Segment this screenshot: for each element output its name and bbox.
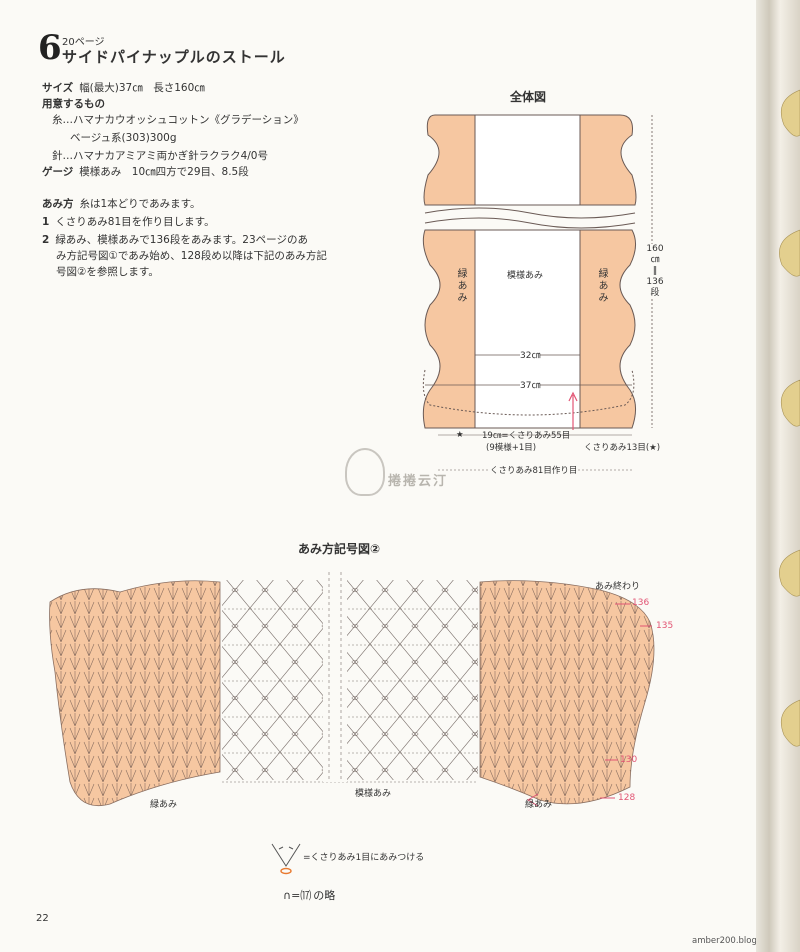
center-top <box>474 114 581 206</box>
legend-arch-row: ∩=⒄の略 <box>283 889 336 902</box>
break-line-1 <box>424 207 636 219</box>
bottom-center-label-2: (9模様+1目) <box>486 443 537 453</box>
left-edge-stitches <box>49 580 220 806</box>
right-band-top <box>579 114 637 206</box>
v-stitch-icon <box>271 843 301 875</box>
book-spine-edge <box>756 0 800 952</box>
source-url: amber200.blog.163.com <box>692 936 797 946</box>
method-value: 糸は1本どりであみます。 <box>79 198 201 210</box>
arch-icon: ∩ <box>283 889 292 902</box>
watermark-logo <box>345 448 385 496</box>
chart2-diagram <box>49 572 655 807</box>
gauge-value: 模様あみ 10㎝四方で29目、8.5段 <box>79 166 249 178</box>
width-inner-label: 32㎝ <box>520 348 541 361</box>
chart2-edge-right-label: 緑あみ <box>525 800 553 810</box>
row-label-128: 128 <box>618 793 636 803</box>
watermark-text: 捲捲云汀 <box>388 474 449 489</box>
edge-right-label: 緑あみ <box>596 268 607 304</box>
gauge-label: ゲージ <box>42 166 74 178</box>
end-label: あみ終わり <box>595 582 641 592</box>
overall-diagram-title: 全体図 <box>510 90 547 104</box>
left-band-bottom <box>422 229 476 429</box>
step-2-line2: み方記号図①であみ始め、128段め以降は下記のあみ方記 <box>56 250 327 262</box>
bottom-right-label: くさりあみ13目(★) <box>584 443 661 453</box>
edge-left-label: 緑あみ <box>455 268 466 304</box>
gauge-row: ゲージ模様あみ 10㎝四方で29目、8.5段 <box>42 164 249 180</box>
left-band-top <box>423 114 476 206</box>
row-label-130: 130 <box>620 755 638 765</box>
center-bottom <box>474 229 581 429</box>
page-reference: 20ページ <box>62 37 105 48</box>
pattern-number: 6 <box>38 28 62 68</box>
step-2-line3: 号図②を参照します。 <box>56 266 159 278</box>
yarn-color: ベージュ系(303)300g <box>70 132 177 144</box>
chart2-center-label: 模様あみ <box>355 786 392 799</box>
legend-v-text: =くさりあみ1目にあみつける <box>303 853 425 863</box>
right-band-bottom <box>579 229 636 429</box>
size-value: 幅(最大)37㎝ 長さ160㎝ <box>79 82 205 94</box>
page-number: 22 <box>36 913 49 924</box>
bottom-total-label: くさりあみ81目作り目 <box>490 464 578 476</box>
row-label-136: 136 <box>632 598 650 608</box>
right-edge-stitches <box>480 580 654 804</box>
break-line-2 <box>424 217 636 229</box>
yarn-line: 糸…ハマナカウオッシュコットン《グラデーション》 <box>52 114 304 126</box>
method-row: あみ方糸は1本どりであみます。 <box>42 196 201 212</box>
pattern-title: サイドパイナップルのストール <box>62 48 286 66</box>
needle-line: 針…ハマナカアミアミ両かぎ針ラクラク4/0号 <box>52 150 268 162</box>
bottom-center-label: 19㎝=くさりあみ55目 <box>482 431 571 441</box>
chart2-edge-left-label: 緑あみ <box>150 800 178 810</box>
size-row: サイズ幅(最大)37㎝ 長さ160㎝ <box>42 80 205 96</box>
size-label: サイズ <box>42 82 74 94</box>
chart2-title: あみ方記号図② <box>298 542 381 556</box>
row-label-135: 135 <box>656 621 674 631</box>
width-outer-label: 37㎝ <box>520 378 541 391</box>
materials-heading: 用意するもの <box>42 98 105 110</box>
star-mark: ★ <box>456 430 464 440</box>
center-label: 模様あみ <box>507 271 544 281</box>
facing-page-lace <box>779 89 800 747</box>
center-lattice <box>222 580 478 780</box>
method-label: あみ方 <box>42 198 74 210</box>
